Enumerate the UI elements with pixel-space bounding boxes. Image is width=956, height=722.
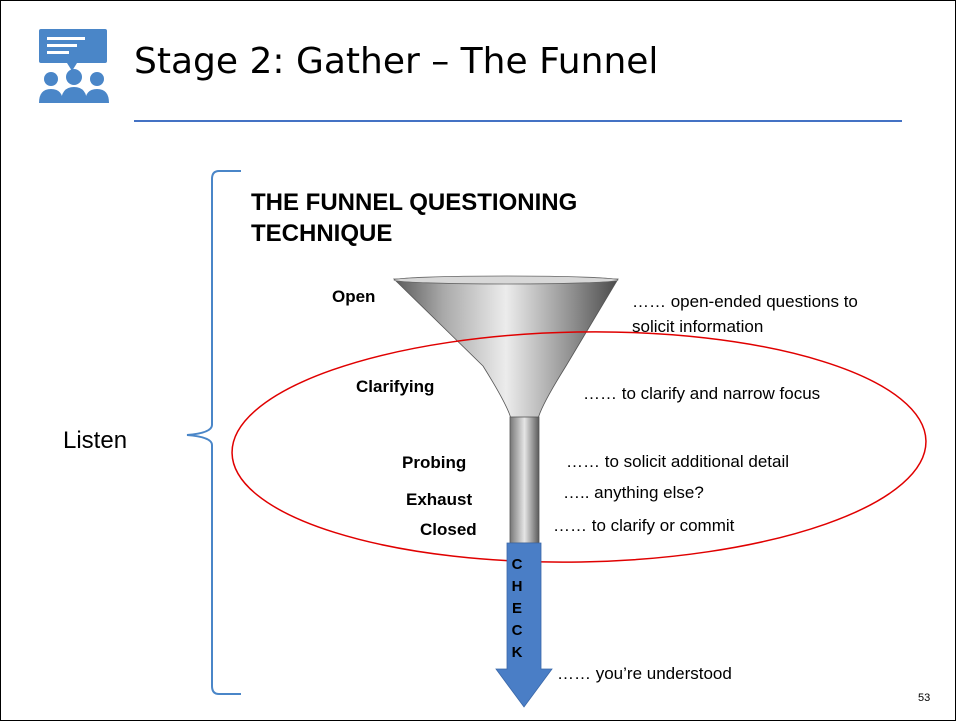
stage-description-closed: …… to clarify or commit — [553, 516, 735, 535]
slide-title: Stage 2: Gather – The Funnel — [134, 41, 659, 82]
page-number: 53 — [918, 692, 931, 704]
stage-label-probing: Probing — [402, 453, 467, 472]
brace-label-listen: Listen — [63, 427, 128, 454]
check-letter: K — [511, 644, 523, 661]
check-letter: C — [511, 622, 523, 639]
presentation-audience-icon — [39, 29, 109, 103]
check-letter: E — [511, 600, 522, 617]
stage-description-open: …… open-ended questions to — [632, 292, 858, 311]
title-underline — [134, 120, 902, 122]
stage-label-open: Open — [332, 287, 376, 306]
stage-label-closed: Closed — [420, 520, 477, 539]
heading-line-2: TECHNIQUE — [251, 220, 393, 247]
listen-brace — [186, 170, 241, 695]
stage-description-clarifying: …… to clarify and narrow focus — [583, 384, 821, 403]
check-description: …… you’re understood — [557, 664, 732, 683]
check-letters: C H E C K — [506, 554, 528, 664]
diagram-heading: THE FUNNEL QUESTIONING TECHNIQUE — [251, 187, 577, 249]
stage-description-open-line2: solicit information — [632, 317, 764, 336]
stage-label-clarifying: Clarifying — [356, 377, 435, 396]
check-letter: C — [511, 556, 523, 573]
check-letter: H — [511, 578, 523, 595]
stage-description-probing: …… to solicit additional detail — [566, 452, 790, 471]
funnel-stem — [509, 416, 540, 544]
stage-label-exhaust: Exhaust — [406, 490, 473, 509]
stage-description-exhaust: ….. anything else? — [563, 483, 704, 502]
heading-line-1: THE FUNNEL QUESTIONING — [251, 189, 578, 216]
check-arrow — [495, 542, 553, 708]
focus-ellipse — [231, 331, 927, 563]
